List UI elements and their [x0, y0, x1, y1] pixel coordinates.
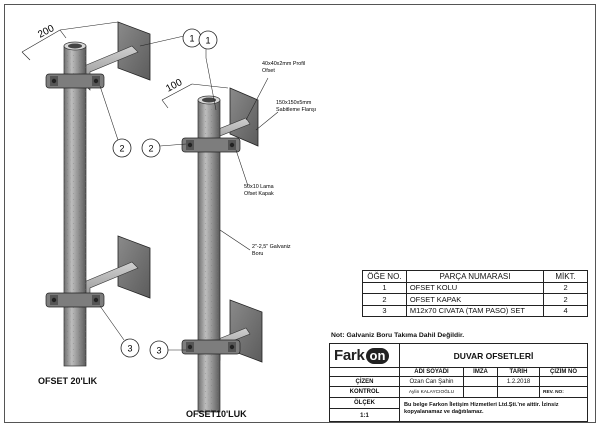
- leader-lines: [99, 35, 279, 351]
- table-row: 1 OFSET KOLU 2: [362, 281, 588, 294]
- drawer-date: 1.2.2018: [498, 377, 540, 386]
- callout-lama: 50x10 Lama: [244, 184, 274, 190]
- row-quantity: 2: [543, 293, 588, 306]
- drawing-title: DUVAR OFSETLERİ: [400, 344, 587, 368]
- right-bottom-clamp: [181, 339, 241, 355]
- sheet-border: [4, 4, 596, 423]
- header-quantity: MİKT.: [543, 270, 588, 283]
- left-dimension: [21, 21, 119, 61]
- right-top-clamp: [181, 137, 241, 153]
- balloon-3a-label: 3: [127, 344, 132, 354]
- balloon-2a-label: 2: [119, 144, 124, 154]
- col-drawing-no: ÇİZİM NO: [550, 369, 577, 375]
- callout-pipe-sub: Boru: [252, 251, 263, 257]
- callout-profile: 40x40x2mm Profil: [262, 61, 305, 67]
- left-bottom-clamp: [45, 292, 105, 308]
- row-part-name: OFSET KAPAK: [405, 293, 545, 306]
- drawer-row: ÇİZEN Ozan Can Şahin 1.2.2018: [330, 377, 587, 387]
- checker-label: KONTROL: [330, 387, 400, 397]
- balloon-3b-label: 3: [156, 346, 161, 356]
- balloon-2a: 2: [112, 138, 132, 158]
- logo-badge: on: [365, 347, 390, 364]
- callout-pipe: 2"-2,5" Galvaniz: [252, 244, 291, 250]
- col-name: ADI SOYADI: [400, 368, 464, 376]
- drawer-name: Ozan Can Şahin: [400, 377, 464, 386]
- dimension-200-label: 200: [36, 23, 56, 41]
- col-date: TARİH: [498, 368, 540, 376]
- callout-flange-sub: Sabitleme Flanşı: [276, 107, 316, 113]
- row-item-no: 2: [362, 293, 407, 306]
- balloon-3a: 3: [120, 338, 140, 358]
- table-row: 2 OFSET KAPAK 2: [362, 293, 588, 306]
- row-quantity: 2: [543, 281, 588, 294]
- balloon-1a-label: 1: [189, 34, 194, 44]
- title-block-footer: ÖLÇEK 1:1 Bu belge Farkon İletişim Hizme…: [330, 398, 587, 422]
- header-part-number: PARÇA NUMARASI: [405, 270, 545, 283]
- logo-text: Fark: [334, 347, 365, 364]
- header-item-no: ÖĞE NO.: [362, 270, 407, 283]
- col-signature: İMZA: [464, 368, 498, 376]
- callout-lama-sub: Ofset Kapak: [244, 191, 274, 197]
- row-part-name: M12x70 CIVATA (TAM PASO) SET: [405, 304, 545, 317]
- row-item-no: 3: [362, 304, 407, 317]
- left-view-caption: OFSET 20'LIK: [38, 376, 98, 386]
- scale-label: ÖLÇEK: [330, 398, 400, 409]
- left-assembly: [21, 21, 151, 367]
- dimension-100-label: 100: [164, 77, 184, 95]
- title-block-header-row: ADI SOYADI İMZA TARİH ÇİZİM NO: [330, 368, 587, 377]
- drawing-note: Not: Galvaniz Boru Takıma Dahil Değildir…: [331, 332, 465, 339]
- copyright-notice: Bu belge Farkon İletişim Hizmetleri Ltd.…: [404, 402, 559, 415]
- right-assembly: [161, 83, 263, 413]
- revision-label: REV. NO:: [543, 389, 564, 395]
- balloon-2b-label: 2: [148, 144, 153, 154]
- row-part-name: OFSET KOLU: [405, 281, 545, 294]
- drawer-label: ÇİZEN: [330, 377, 400, 386]
- table-row: 3 M12x70 CIVATA (TAM PASO) SET 4: [362, 304, 588, 317]
- balloon-3b: 3: [149, 340, 169, 360]
- parts-table-header: ÖĞE NO. PARÇA NUMARASI MİKT.: [362, 270, 588, 283]
- callout-flange: 150x150x5mm: [276, 100, 312, 106]
- checker-row: KONTROL Aylin KALAYCIOĞLU REV. NO:: [330, 387, 587, 398]
- right-view-caption: OFSET10'LUK: [186, 409, 247, 419]
- balloon-1b: 1: [198, 30, 218, 50]
- balloon-1b-label: 1: [205, 36, 210, 46]
- row-quantity: 4: [543, 304, 588, 317]
- row-item-no: 1: [362, 281, 407, 294]
- checker-name: Aylin KALAYCIOĞLU: [400, 387, 464, 397]
- right-top-flange: [229, 87, 259, 147]
- left-top-clamp: [45, 73, 105, 89]
- parts-table: ÖĞE NO. PARÇA NUMARASI MİKT. 1 OFSET KOL…: [362, 270, 588, 317]
- balloon-2b: 2: [141, 138, 161, 158]
- balloon-1a: 1: [182, 28, 202, 48]
- right-dimension: [161, 83, 229, 109]
- scale-value: 1:1: [330, 409, 400, 422]
- callouts: 40x40x2mm Profil Ofset 150x150x5mm Sabit…: [244, 61, 316, 257]
- callout-profile-sub: Ofset: [262, 68, 275, 74]
